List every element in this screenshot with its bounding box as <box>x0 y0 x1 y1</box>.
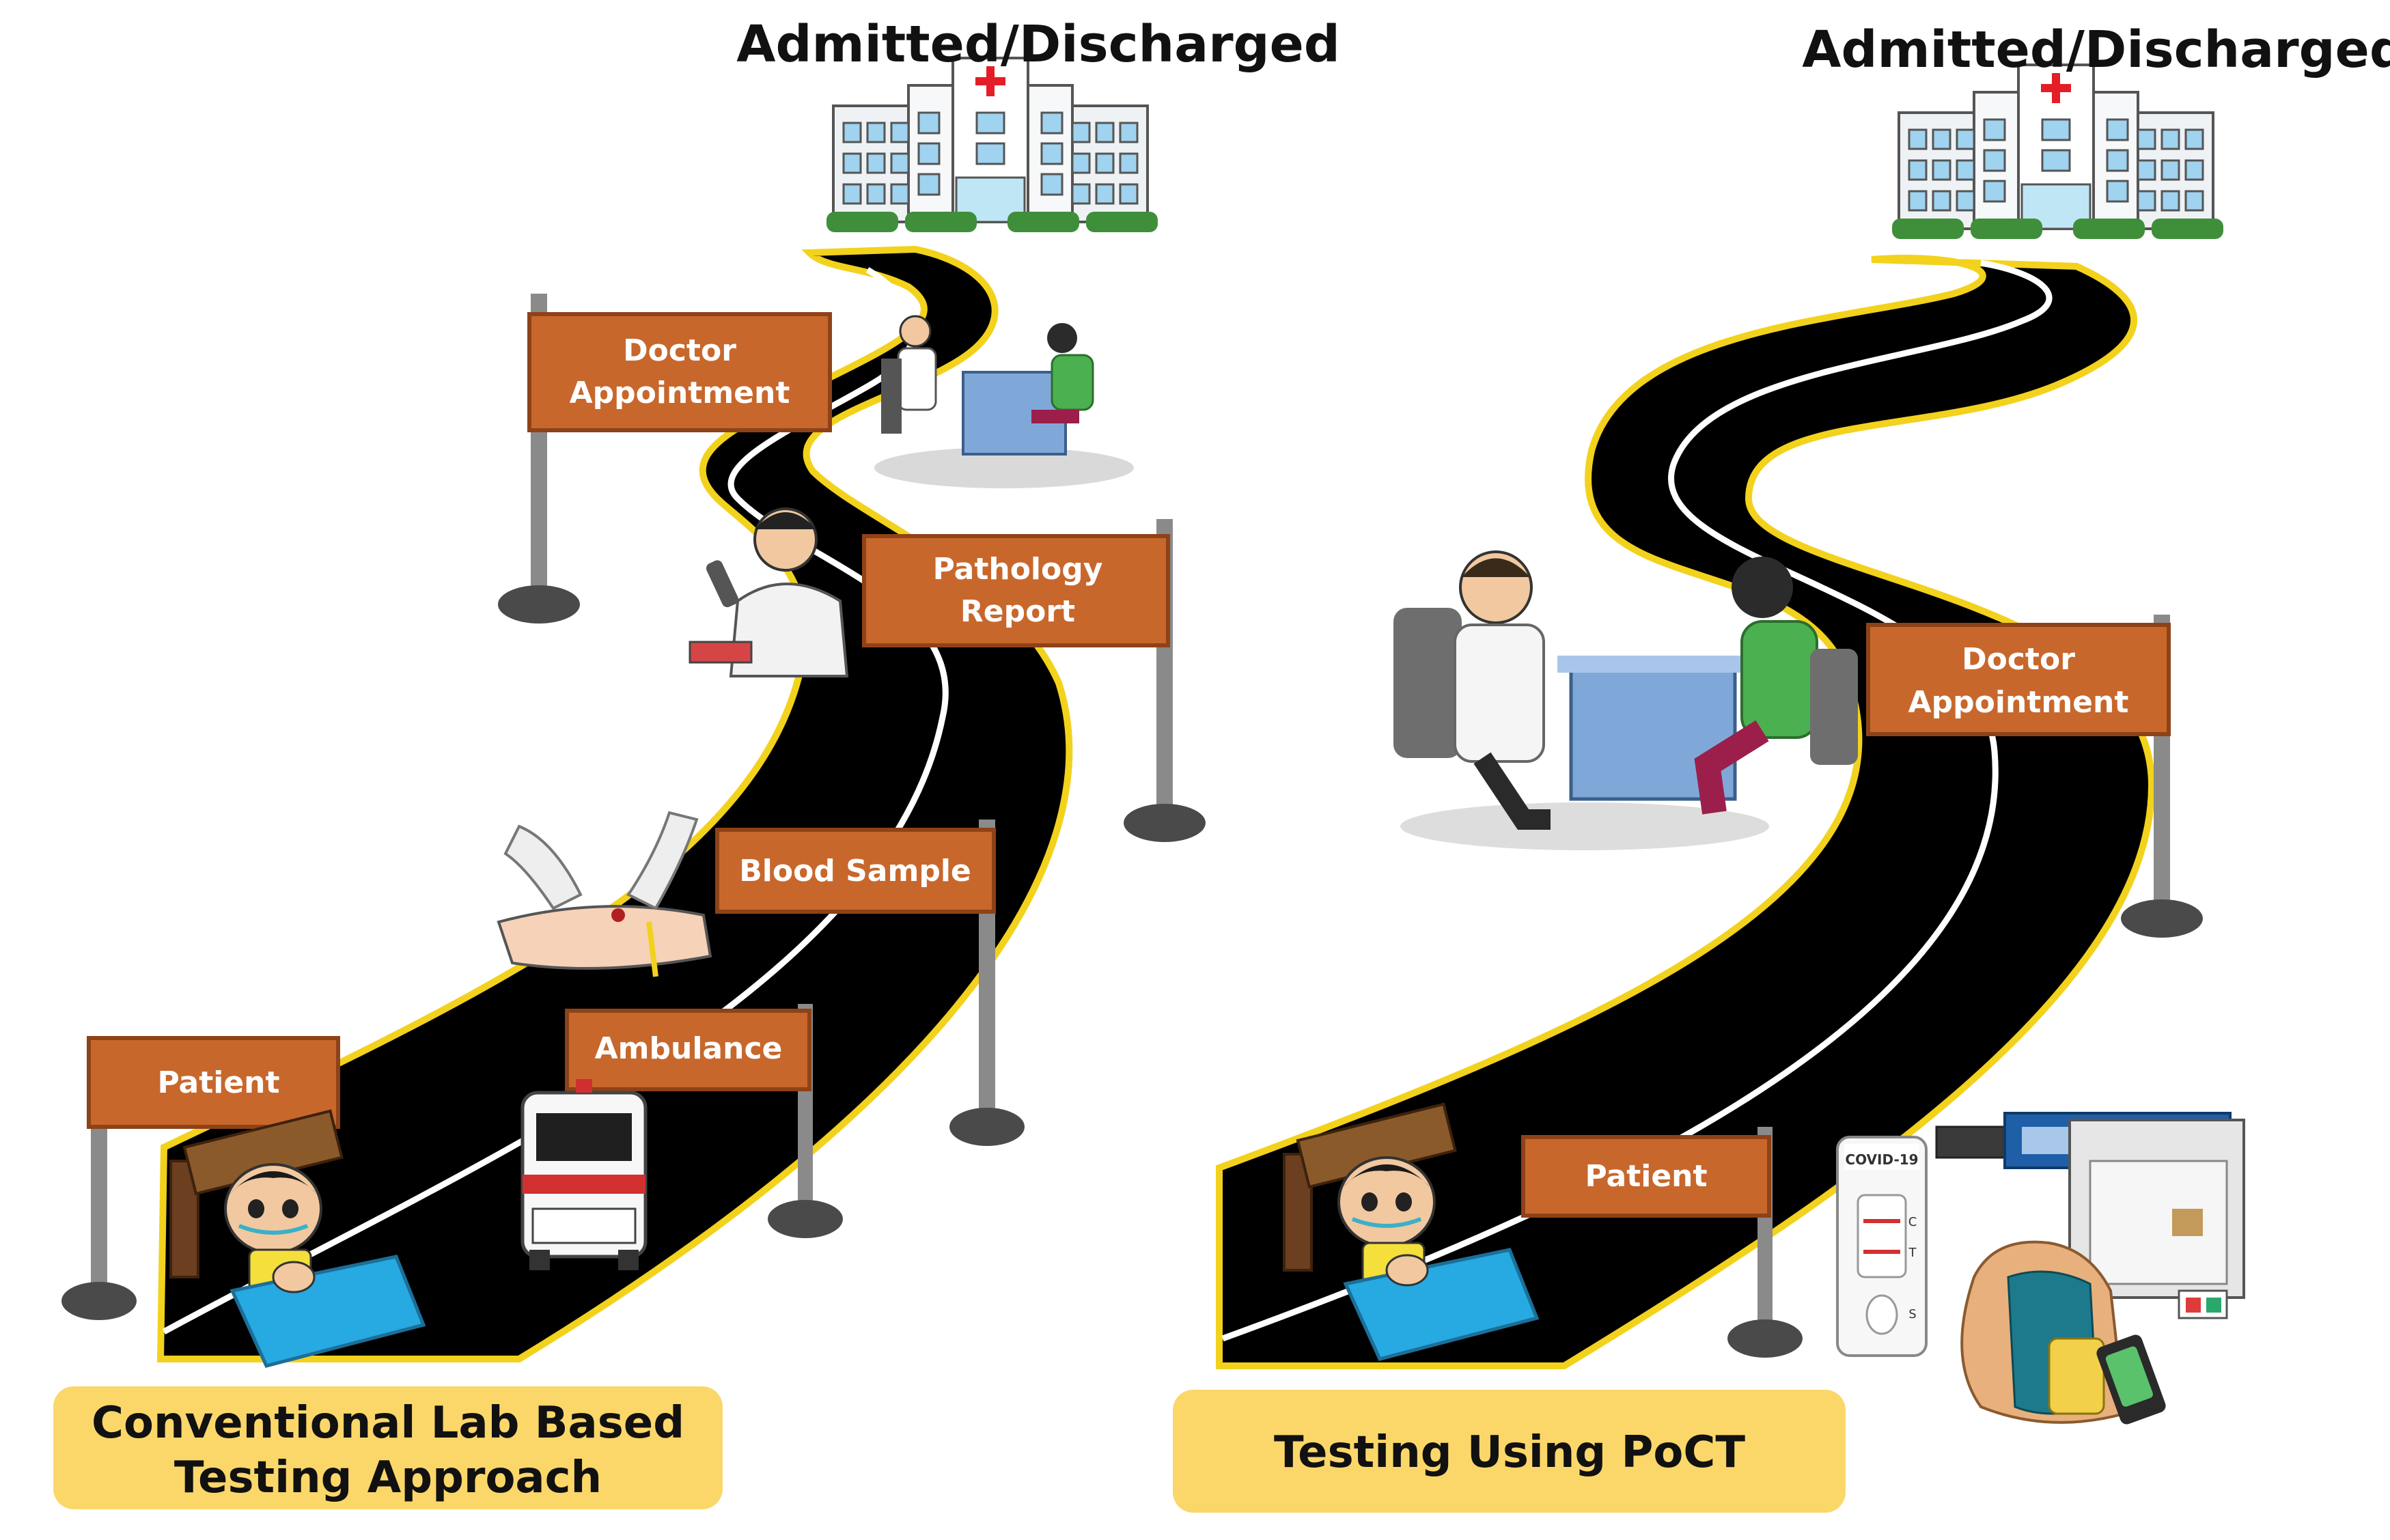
right-road-centerline <box>1221 260 2053 1342</box>
sensor-device-icon <box>1935 1112 2245 1299</box>
sign-label: Pathology <box>933 552 1103 587</box>
sign-label: Appointment <box>1908 685 2129 720</box>
hospital-icon <box>1891 64 2225 240</box>
right-caption: Testing Using PoCT <box>1173 1390 1846 1513</box>
sign-label: Doctor <box>623 333 736 368</box>
right-sign-doctor-appointment: Doctor Appointment <box>1866 615 2203 938</box>
caption-line: Testing Approach <box>174 1453 602 1503</box>
test-kit-c: C <box>1908 1215 1917 1229</box>
right-panel: Admitted/Discharged Doctor Appointment <box>1173 20 2390 1513</box>
left-sign-pathology-report: Pathology Report <box>862 519 1206 842</box>
blood-draw-icon <box>497 811 712 977</box>
caption-line: Testing Using PoCT <box>1274 1427 1745 1478</box>
test-kit-label: COVID-19 <box>1845 1151 1918 1168</box>
sign-label: Report <box>960 594 1075 629</box>
left-sign-ambulance: Ambulance <box>565 1004 843 1238</box>
test-kit-t: T <box>1908 1246 1917 1260</box>
left-caption: Conventional Lab Based Testing Approach <box>53 1386 723 1509</box>
hospital-icon <box>825 57 1159 234</box>
ambulance-icon <box>520 1079 648 1270</box>
test-kit-s: S <box>1908 1307 1916 1321</box>
left-sign-patient: Patient <box>61 1036 340 1320</box>
sign-label: Appointment <box>570 376 790 410</box>
sign-label: Doctor <box>1962 642 2075 677</box>
doctor-consultation-icon <box>1393 550 1858 850</box>
left-sign-doctor-appointment: Doctor Appointment <box>498 294 832 624</box>
wearable-sensor-icon <box>1960 1240 2228 1425</box>
rapid-test-kit-icon: COVID-19 C T S <box>1836 1136 1928 1357</box>
sign-label: Blood Sample <box>739 854 971 888</box>
sign-label: Patient <box>1585 1159 1707 1194</box>
right-sign-patient: Patient <box>1521 1127 1803 1358</box>
left-sign-blood-sample: Blood Sample <box>715 820 1025 1146</box>
doctor-consultation-icon <box>874 315 1134 488</box>
lab-technician-icon <box>689 507 849 677</box>
left-panel: Admitted/Discharged Doctor Appointment <box>53 15 1340 1509</box>
caption-line: Conventional Lab Based <box>92 1398 684 1448</box>
right-destination-title: Admitted/Discharged <box>1802 20 2390 79</box>
left-destination-title: Admitted/Discharged <box>736 15 1340 74</box>
sign-label: Ambulance <box>595 1031 783 1066</box>
sign-label: Patient <box>157 1065 279 1100</box>
